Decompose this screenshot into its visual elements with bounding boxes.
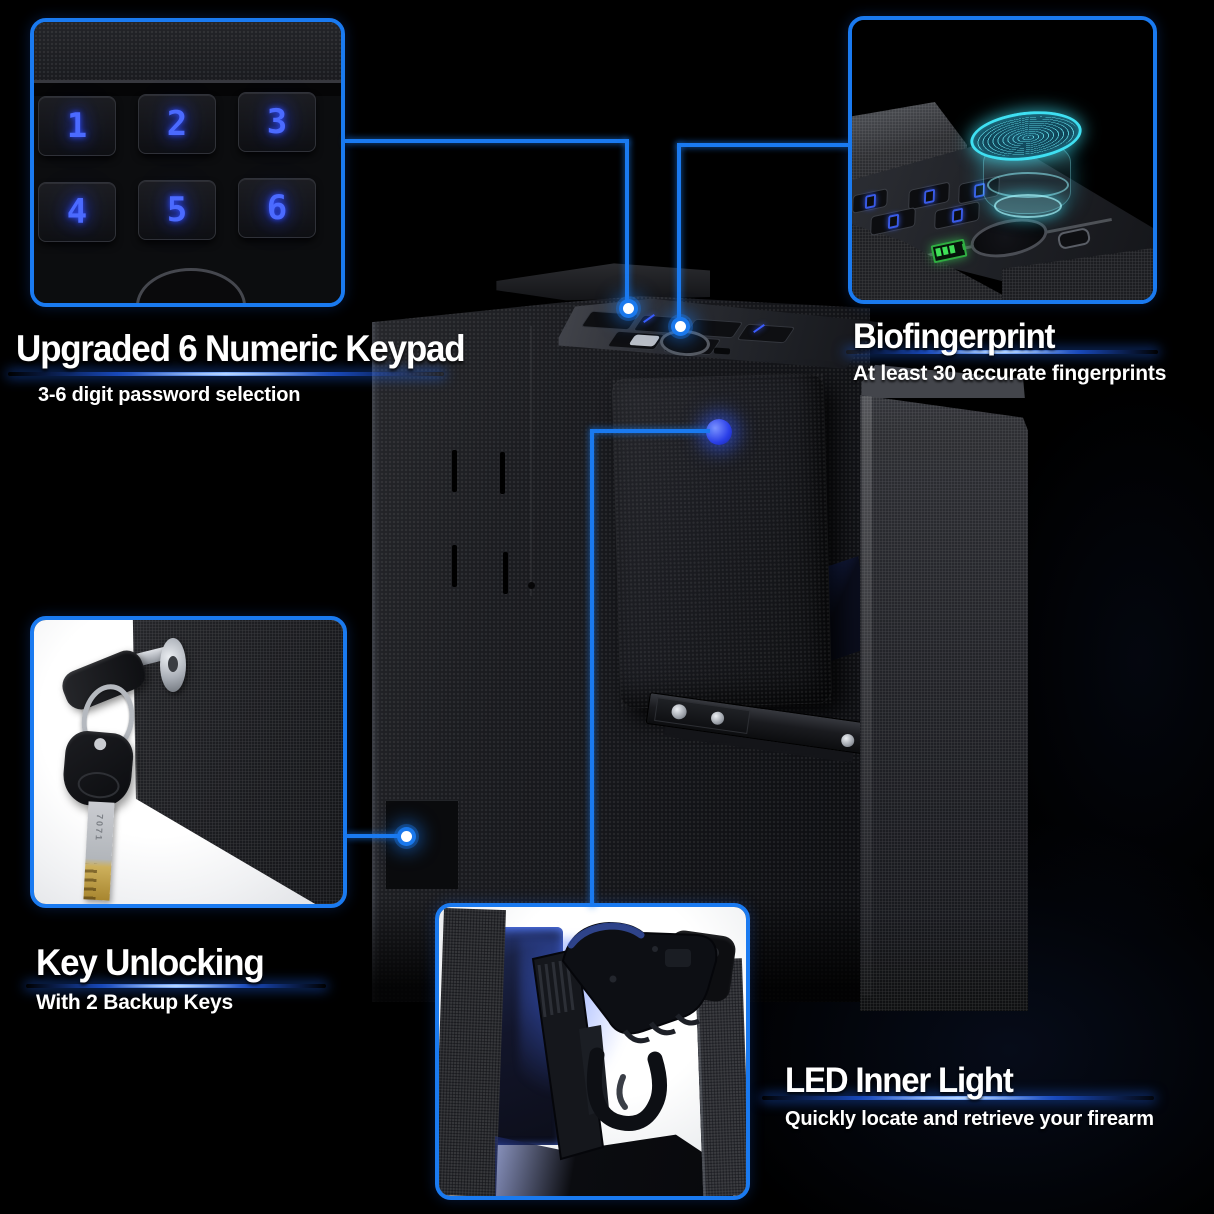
fingerprint-button-partial bbox=[136, 268, 246, 303]
keyhole bbox=[168, 656, 178, 672]
mount-slot bbox=[452, 450, 457, 492]
texture-overlay bbox=[34, 22, 341, 80]
lock-icon bbox=[160, 638, 186, 692]
light-streak bbox=[762, 1096, 1154, 1100]
plate-edge-highlight bbox=[862, 396, 872, 996]
keypad-button-5: 5 bbox=[138, 180, 216, 240]
battery-bar bbox=[948, 244, 956, 254]
led-feature-subtitle: Quickly locate and retrieve your firearm bbox=[785, 1108, 1154, 1130]
usb-slot bbox=[713, 347, 731, 355]
key-feature-subtitle: With 2 Backup Keys bbox=[36, 991, 233, 1014]
callout-line-fingerprint-v bbox=[677, 143, 681, 323]
keypad-button-4: 4 bbox=[38, 182, 116, 242]
keypad-feature-title: Upgraded 6 Numeric Keypad bbox=[16, 328, 466, 370]
key-glyph bbox=[887, 213, 899, 230]
key-photo-bg: 7071 bbox=[34, 620, 343, 904]
led-photo-bg bbox=[439, 907, 746, 1196]
edge-highlight bbox=[34, 80, 341, 83]
keypad-button-2: 2 bbox=[138, 94, 216, 154]
battery-bar bbox=[935, 247, 942, 257]
callout-line-led-v bbox=[590, 429, 594, 907]
keypad-digit: 3 bbox=[266, 102, 288, 142]
deck-key bbox=[736, 323, 796, 344]
light-streak bbox=[8, 372, 444, 376]
bio-photo-bg bbox=[852, 20, 1153, 300]
key-head-hole bbox=[93, 737, 107, 751]
callout-dot-fingerprint bbox=[675, 321, 686, 332]
key-feature-title: Key Unlocking bbox=[36, 942, 265, 984]
callout-dot-keypad bbox=[623, 303, 634, 314]
keypad-photo-bg: 1 2 3 4 5 6 bbox=[34, 22, 341, 303]
texture-overlay bbox=[860, 395, 1028, 1011]
backup-key-icon bbox=[60, 729, 136, 809]
key-inset: 7071 bbox=[30, 616, 347, 908]
led-inset bbox=[435, 903, 750, 1200]
battery-bar bbox=[942, 246, 949, 256]
mount-hole bbox=[528, 582, 535, 589]
fingerprint-feature-title: Biofingerprint bbox=[853, 316, 1056, 356]
callout-line-keypad-v bbox=[625, 139, 629, 307]
holo-bottom bbox=[994, 194, 1062, 218]
keypad-digit: 4 bbox=[66, 192, 88, 232]
mount-slot bbox=[503, 552, 508, 594]
panel-seam bbox=[530, 326, 532, 596]
callout-line-key-h bbox=[346, 834, 404, 838]
led-feature-title: LED Inner Light bbox=[785, 1060, 1014, 1100]
blade-cuts bbox=[83, 863, 98, 900]
keypad-inset: 1 2 3 4 5 6 bbox=[30, 18, 345, 307]
mount-slot bbox=[452, 545, 457, 587]
light-streak bbox=[846, 350, 1158, 354]
mount-slot bbox=[500, 452, 505, 494]
callout-line-led-h bbox=[592, 429, 710, 433]
blade-engraving: 7071 bbox=[93, 813, 105, 843]
safe-lid bbox=[496, 263, 710, 301]
fingerprint-inset bbox=[848, 16, 1157, 304]
safe-top-edge bbox=[34, 22, 341, 80]
keypad-feature-subtitle: 3-6 digit password selection bbox=[38, 384, 301, 406]
callout-line-keypad-h bbox=[345, 139, 629, 143]
keypad-digit: 6 bbox=[266, 188, 288, 228]
bottom-flange bbox=[386, 800, 458, 889]
keypad-button-3: 3 bbox=[238, 92, 316, 152]
key-glyph bbox=[923, 188, 935, 204]
pistol-icon bbox=[531, 921, 718, 1161]
key-glyph bbox=[864, 193, 876, 209]
key-glyph bbox=[951, 207, 963, 224]
keypad-digit: 5 bbox=[166, 190, 188, 230]
light-streak bbox=[26, 984, 326, 988]
keypad-button-1: 1 bbox=[38, 96, 116, 156]
fingerprint-hologram-icon bbox=[967, 105, 1085, 240]
deck-key bbox=[580, 310, 640, 331]
callout-dot-key bbox=[401, 831, 412, 842]
keypad-digit: 2 bbox=[166, 104, 188, 144]
keypad-button-6: 6 bbox=[238, 178, 316, 238]
callout-line-fingerprint-h bbox=[677, 143, 850, 147]
led-indicator bbox=[706, 419, 732, 445]
key-blade: 7071 bbox=[83, 801, 115, 901]
keypad-digit: 1 bbox=[66, 106, 88, 146]
fingerprint-feature-subtitle: At least 30 accurate fingerprints bbox=[853, 362, 1167, 385]
key-head-groove bbox=[76, 770, 121, 800]
mounting-plate bbox=[860, 395, 1028, 1011]
